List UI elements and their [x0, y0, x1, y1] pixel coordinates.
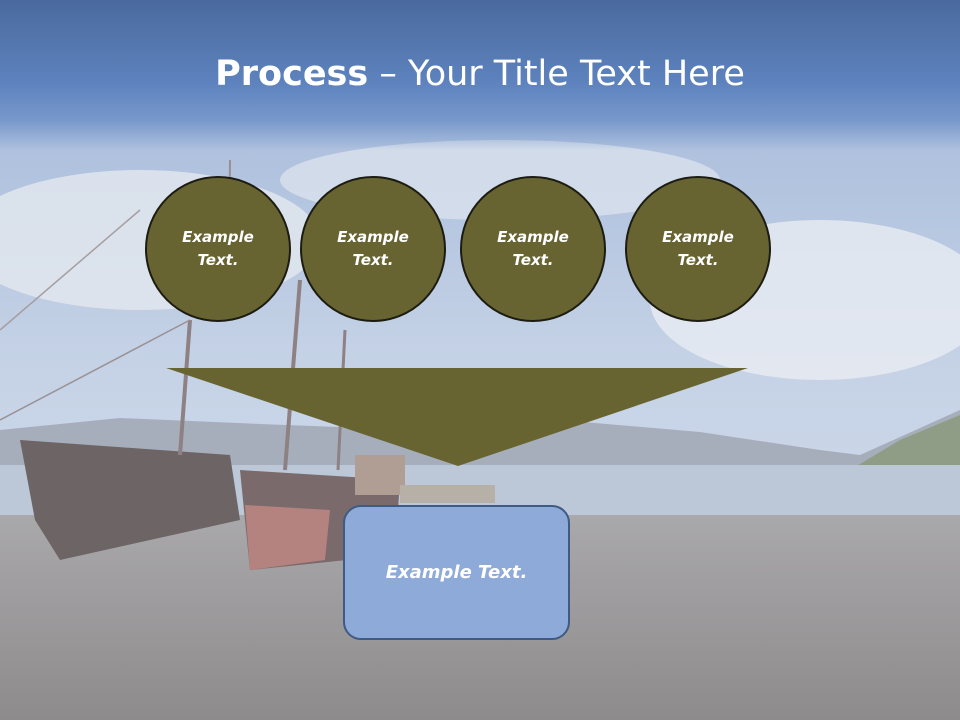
circle-text-line: Text.: [677, 251, 719, 269]
circle-text-line: Example: [182, 228, 254, 246]
circle-text-line: Text.: [197, 251, 239, 269]
result-label: Example Text.: [385, 562, 528, 583]
circle-text-line: Example: [662, 228, 734, 246]
result-box: Example Text.: [343, 505, 570, 640]
circle-text-line: Example: [497, 228, 569, 246]
title-rest: – Your Title Text Here: [368, 54, 745, 94]
circle-text-line: Text.: [512, 251, 554, 269]
circle-text-line: Example: [337, 228, 409, 246]
title-bold: Process: [215, 54, 369, 94]
circle-text-line: Text.: [352, 251, 394, 269]
header-band: [0, 0, 960, 150]
slide-title: Process – Your Title Text Here: [0, 52, 960, 96]
